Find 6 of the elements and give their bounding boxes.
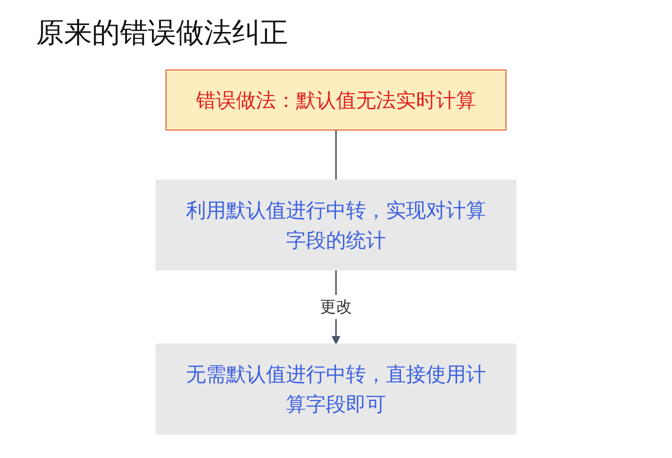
node-box: 错误做法：默认值无法实时计算	[166, 70, 506, 130]
diagram-title: 原来的错误做法纠正	[36, 15, 289, 51]
edge-label: 更改	[320, 297, 352, 316]
node-box: 无需默认值进行中转，直接使用计算字段即可	[156, 344, 516, 434]
connector	[335, 130, 337, 180]
node-box: 利用默认值进行中转，实现对计算字段的统计	[156, 180, 516, 270]
